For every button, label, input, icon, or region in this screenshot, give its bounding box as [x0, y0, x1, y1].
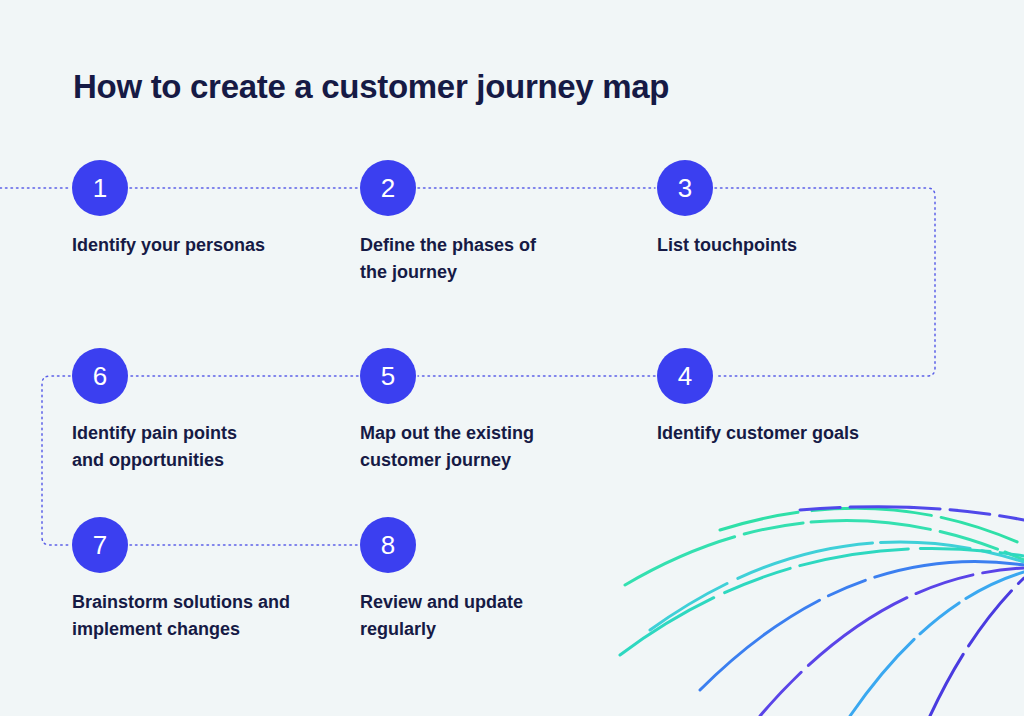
dotted-connector: [418, 187, 655, 189]
step: 1Identify your personas: [72, 160, 332, 259]
step: 3List touchpoints: [657, 160, 917, 259]
swoosh-lines: [620, 507, 1024, 716]
step-label: Brainstorm solutions and implement chang…: [72, 589, 322, 643]
step: 2Define the phases of the journey: [360, 160, 538, 286]
step-label: List touchpoints: [657, 232, 917, 259]
step-number: 3: [657, 160, 713, 216]
step-number: 1: [72, 160, 128, 216]
step-number: 5: [360, 348, 416, 404]
step-label: Identify customer goals: [657, 420, 917, 447]
dotted-connector: [130, 544, 358, 546]
lead-in-line: [0, 187, 70, 189]
title: How to create a customer journey map: [73, 68, 669, 106]
step: 6Identify pain points and opportunities: [72, 348, 267, 474]
dotted-connector: [42, 376, 70, 545]
step-number: 6: [72, 348, 128, 404]
dotted-connector: [715, 188, 935, 376]
step: 8Review and update regularly: [360, 517, 550, 643]
step-label: Review and update regularly: [360, 589, 550, 643]
step-number: 2: [360, 160, 416, 216]
step-number: 4: [657, 348, 713, 404]
dotted-connector: [130, 187, 358, 189]
dotted-connector: [130, 375, 358, 377]
step-label: Define the phases of the journey: [360, 232, 538, 286]
step: 7Brainstorm solutions and implement chan…: [72, 517, 322, 643]
step-number: 7: [72, 517, 128, 573]
step-label: Identify your personas: [72, 232, 332, 259]
dotted-connector: [418, 375, 655, 377]
step-number: 8: [360, 517, 416, 573]
step-label: Map out the existing customer journey: [360, 420, 565, 474]
step-label: Identify pain points and opportunities: [72, 420, 267, 474]
step: 5Map out the existing customer journey: [360, 348, 565, 474]
step: 4Identify customer goals: [657, 348, 917, 447]
